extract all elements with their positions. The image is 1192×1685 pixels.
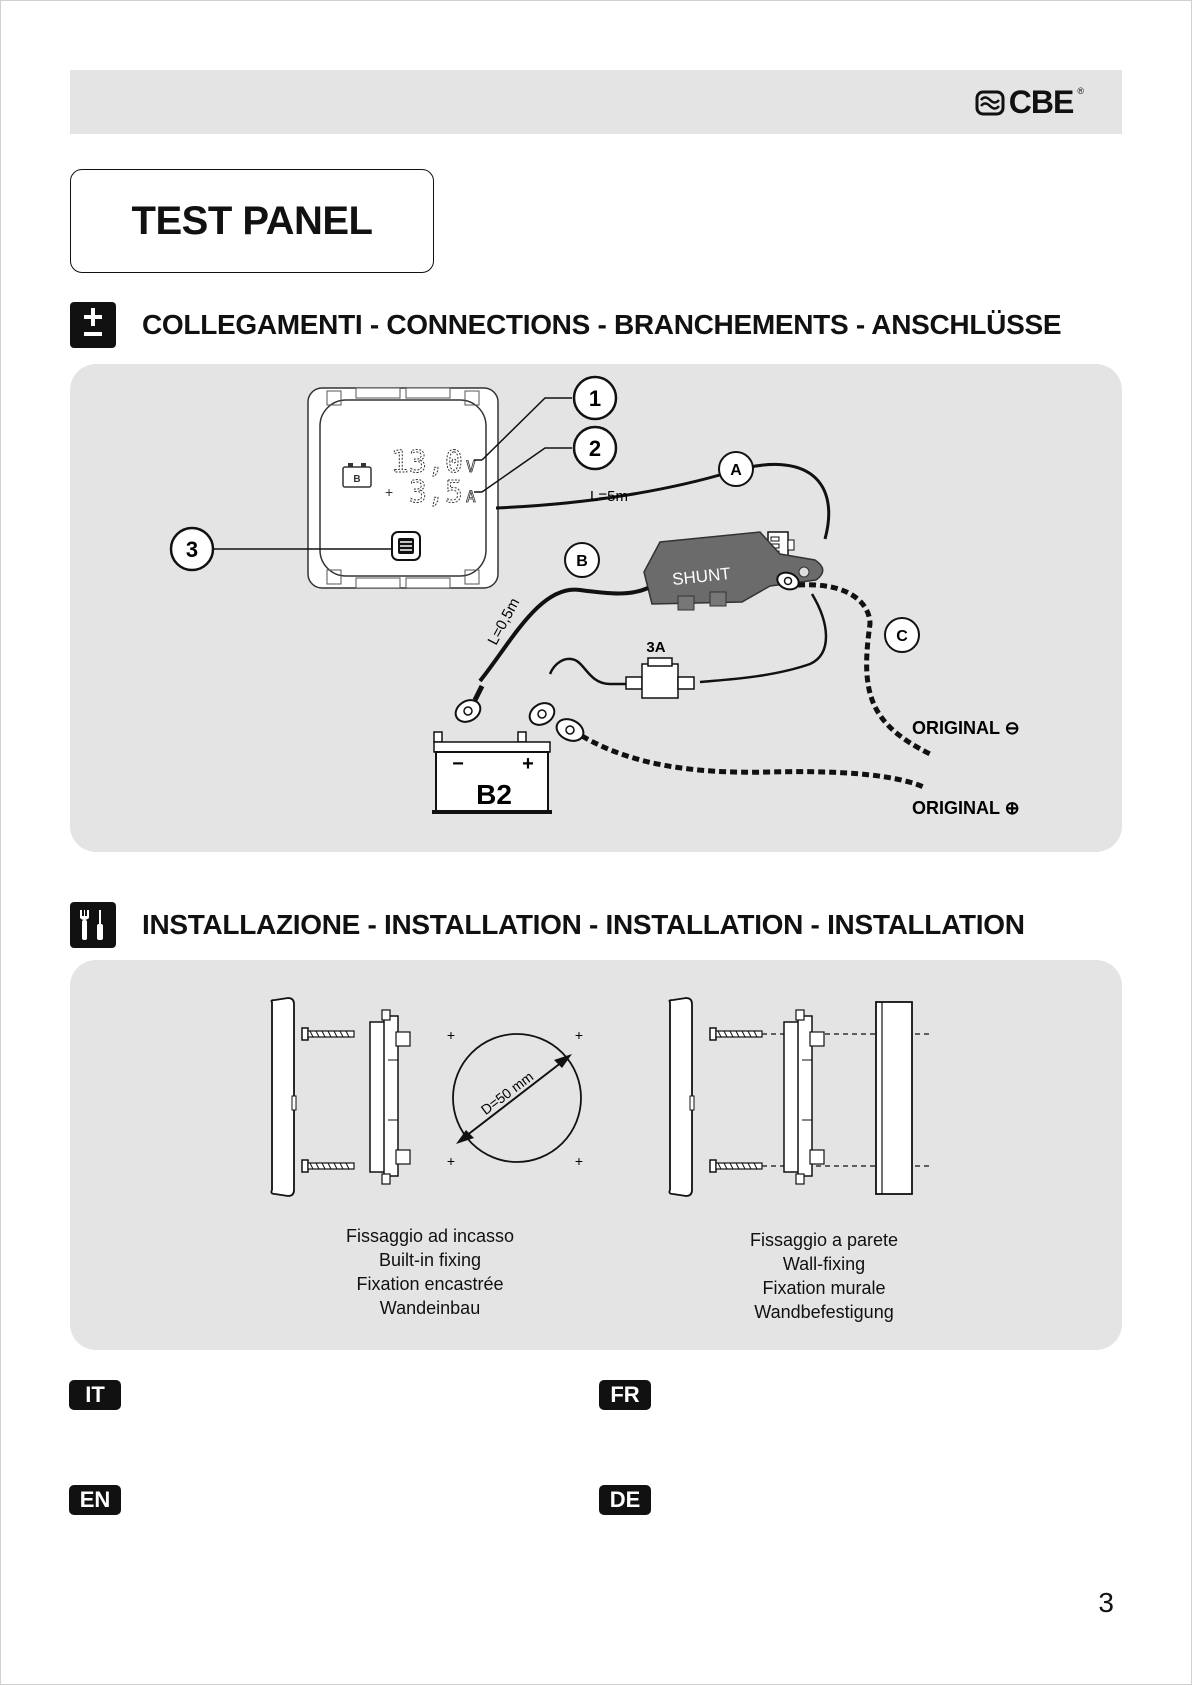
svg-text:+: + (447, 1027, 455, 1043)
battery-plus-sign: + (522, 753, 534, 775)
wall-screw-top (709, 1027, 763, 1041)
cable-a-length: L=5m (590, 488, 628, 505)
wall-caption-fr: Fixation murale (762, 1278, 886, 1298)
wall-caption-de: Wandbefestigung (754, 1302, 894, 1322)
installation-title: INSTALLAZIONE - INSTALLATION - INSTALLAT… (142, 909, 1025, 940)
header-bar: CBE ® (70, 70, 1122, 134)
built-in-caption-de: Wandeinbau (379, 1298, 481, 1318)
svg-text:B: B (353, 474, 360, 485)
original-positive-cable (555, 718, 928, 791)
plus-minus-icon (70, 302, 116, 348)
ring-terminal-positive (528, 702, 556, 726)
display-current-unit: A (466, 487, 476, 506)
installation-diagram: D=50 mm + + + + (270, 997, 930, 1197)
wiring-diagram: B + 13,0 V 3,5 A 1 2 (169, 375, 1020, 818)
battery-b2: − + B2 (432, 731, 552, 814)
cable-b-label: B (564, 542, 600, 578)
tools-icon (70, 902, 116, 948)
svg-text:+: + (447, 1153, 455, 1169)
svg-text:+: + (575, 1027, 583, 1043)
wall-caption-it: Fissaggio a parete (749, 1230, 899, 1250)
wiring-diagram-panel: B + 13,0 V 3,5 A 1 2 (70, 364, 1122, 852)
original-negative-label: ORIGINAL ⊖ (912, 718, 1020, 738)
screw-bottom (301, 1159, 355, 1173)
ring-terminal-negative (454, 684, 485, 723)
svg-text:B: B (576, 553, 588, 570)
inline-fuse: 3A (625, 639, 695, 699)
wall-fixing-diagram (668, 997, 930, 1197)
built-in-caption-fr: Fixation encastrée (356, 1274, 504, 1294)
svg-text:1: 1 (589, 386, 601, 411)
page-number: 3 (1098, 1587, 1114, 1618)
callout-2: 2 (572, 425, 618, 471)
fuse-label: 3A (646, 639, 665, 656)
connections-title: COLLEGAMENTI - CONNECTIONS - BRANCHEMENT… (142, 309, 1062, 340)
cable-b-length: L=0,5m (485, 595, 524, 648)
built-in-caption-en: Built-in fixing (378, 1250, 482, 1270)
lang-badge-en: EN (69, 1485, 121, 1515)
wall-caption: Fissaggio a parete Wall-fixing Fixation … (674, 1228, 974, 1324)
logo-registered-mark: ® (1077, 86, 1084, 96)
cable-c (776, 571, 932, 757)
svg-text:A: A (730, 462, 742, 479)
wall-screw-bottom (709, 1159, 763, 1173)
svg-text:2: 2 (589, 436, 601, 461)
display-current: 3,5 (409, 475, 463, 510)
wall-bracket (783, 1009, 825, 1185)
wall-box (875, 1001, 913, 1195)
screw-top (301, 1027, 355, 1041)
hole-template: D=50 mm + + + + (447, 1027, 583, 1169)
svg-text:3: 3 (186, 537, 198, 562)
battery-display-icon: B (342, 463, 372, 488)
cable-a (495, 462, 831, 540)
svg-text:+: + (385, 484, 393, 500)
mounting-bracket (369, 1009, 411, 1185)
title-box: TEST PANEL (70, 169, 434, 273)
display-voltage: 13,0 (391, 445, 463, 480)
original-positive-label: ORIGINAL ⊕ (912, 798, 1020, 818)
svg-text:C: C (896, 628, 908, 645)
lang-badge-it: IT (69, 1380, 121, 1410)
cable-c-label: C (884, 617, 920, 653)
lang-badge-fr: FR (599, 1380, 651, 1410)
cbe-logo-icon (975, 90, 1005, 115)
installation-panel: D=50 mm + + + + (70, 960, 1122, 1350)
svg-text:+: + (575, 1153, 583, 1169)
battery-minus-sign: − (452, 753, 464, 775)
callout-1: 1 (572, 375, 618, 421)
lang-badge-de: DE (599, 1485, 651, 1515)
built-in-caption-it: Fissaggio ad incasso (345, 1226, 515, 1246)
connections-section-header: COLLEGAMENTI - CONNECTIONS - BRANCHEMENT… (70, 302, 1062, 348)
shunt: SHUNT (643, 531, 824, 611)
display-voltage-unit: V (466, 457, 476, 476)
built-in-fixing-diagram: D=50 mm + + + + (270, 997, 583, 1197)
battery-label: B2 (476, 779, 512, 810)
test-panel-device: B + 13,0 V 3,5 A (307, 387, 499, 589)
page-title: TEST PANEL (131, 198, 373, 243)
installation-section-header: INSTALLAZIONE - INSTALLATION - INSTALLAT… (70, 902, 1025, 948)
wall-caption-en: Wall-fixing (782, 1254, 866, 1274)
built-in-caption: Fissaggio ad incasso Built-in fixing Fix… (280, 1224, 580, 1320)
cable-a-label: A (718, 451, 754, 487)
cable-b (478, 586, 649, 683)
logo-text: CBE (1008, 84, 1075, 120)
cbe-logo: CBE ® (975, 84, 1084, 121)
callout-3: 3 (169, 526, 215, 572)
